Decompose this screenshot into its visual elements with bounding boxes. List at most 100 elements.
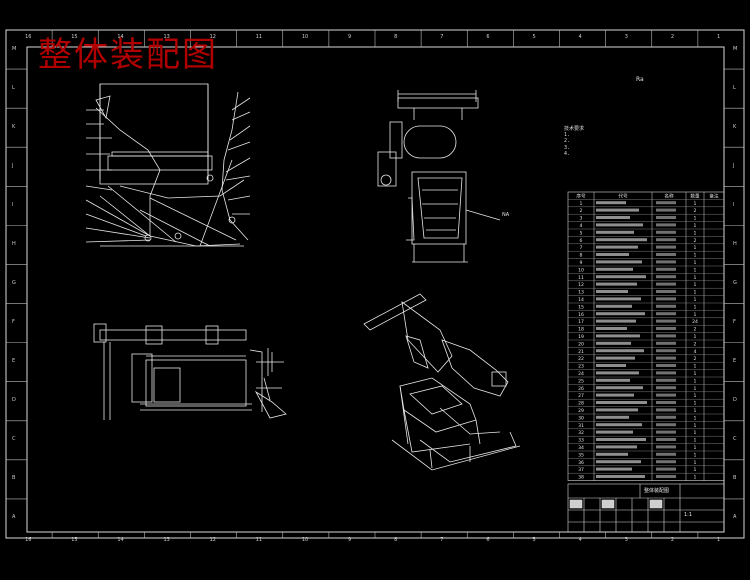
grid-column-label: 5	[532, 537, 536, 543]
bom-material-text	[656, 208, 676, 212]
bom-name-text	[596, 267, 633, 271]
grid-row-label: D	[12, 397, 16, 404]
bom-row-number: 24	[578, 371, 584, 377]
grid-column-label: 5	[532, 34, 536, 40]
bom-name-text	[596, 304, 632, 308]
bom-material-text	[656, 401, 676, 404]
plan-view	[93, 323, 287, 420]
bom-material-text	[656, 423, 676, 427]
grid-column-label: 12	[209, 34, 216, 40]
bom-row-number: 9	[580, 260, 583, 266]
bom-material-text	[656, 371, 676, 375]
grid-column-label: 2	[670, 34, 674, 40]
bom-row-quantity: 2	[694, 238, 697, 244]
side-view	[377, 90, 501, 263]
grid-row-label: A	[12, 514, 16, 521]
grid-row-label: B	[733, 475, 737, 482]
grid-column-label: 2	[670, 537, 674, 543]
bom-row-number: 23	[578, 364, 584, 370]
bom-material-text	[656, 386, 676, 390]
bom-row-number: 5	[580, 230, 583, 236]
bom-name-text	[596, 475, 645, 478]
bom-row-number: 26	[578, 386, 584, 392]
bom-name-text	[596, 423, 642, 427]
inner-border	[26, 46, 725, 533]
bom-row-quantity: 1	[694, 282, 697, 288]
bom-row-number: 8	[580, 253, 583, 259]
bom-material-text	[656, 275, 676, 279]
bom-name-text	[596, 445, 637, 449]
bom-row-quantity: 1	[694, 230, 697, 236]
bom-row-quantity: 1	[694, 467, 697, 473]
grid-column-label: 11	[255, 34, 263, 40]
bom-row-number: 7	[580, 245, 583, 251]
bom-name-text	[596, 393, 634, 397]
grid-row-label: L	[12, 84, 15, 91]
grid-column-label: 10	[301, 537, 309, 543]
bom-name-text	[596, 408, 638, 412]
bom-name-text	[596, 238, 647, 242]
grid-row-label: J	[733, 162, 735, 169]
note-line: 3.	[564, 144, 571, 151]
grid-column-label: 15	[71, 34, 78, 40]
bom-row-quantity: 1	[694, 408, 697, 414]
bom-row-quantity: 1	[694, 260, 697, 266]
bom-row-number: 36	[578, 460, 584, 466]
bom-row-number: 35	[578, 452, 584, 458]
bom-row-number: 1	[580, 201, 583, 207]
bom-row-quantity: 1	[694, 452, 697, 458]
bom-name-text	[596, 364, 626, 367]
bom-name-text	[596, 319, 636, 323]
bom-name-text	[596, 230, 634, 234]
bom-row-quantity: 1	[694, 245, 697, 251]
bom-name-text	[596, 282, 637, 286]
drawing-title: 整体装配图	[38, 35, 218, 75]
bom-material-text	[656, 438, 676, 441]
bom-material-text	[656, 267, 676, 271]
bom-name-text	[596, 378, 630, 382]
bom-header-cell: 数量	[690, 192, 700, 199]
bom-name-text	[596, 452, 628, 456]
grid-column-label: 8	[394, 34, 398, 40]
bom-row-number: 12	[578, 282, 584, 288]
bom-row-number: 25	[578, 378, 584, 384]
grid-column-label: 10	[301, 34, 309, 40]
bom-material-text	[656, 245, 676, 249]
grid-row-label: F	[733, 319, 736, 326]
grid-row-label: K	[733, 123, 737, 130]
bom-row-quantity: 1	[694, 423, 697, 429]
bom-material-text	[656, 415, 676, 419]
bom-row-number: 31	[578, 423, 584, 429]
bom-name-text	[596, 290, 628, 293]
bom-row-quantity: 1	[694, 401, 697, 407]
bom-row-quantity: 1	[694, 438, 697, 444]
grid-row-label: K	[12, 123, 16, 130]
bom-name-text	[596, 467, 632, 471]
grid-column-label: 16	[25, 537, 32, 543]
bom-row-number: 37	[578, 467, 584, 473]
grid-column-label: 7	[440, 34, 444, 40]
grid-column-label: 3	[624, 34, 628, 40]
bom-material-text	[656, 319, 676, 323]
bom-row-quantity: 1	[694, 290, 697, 296]
bom-row-number: 17	[578, 319, 584, 325]
bom-material-text	[656, 393, 676, 397]
bom-row-number: 29	[578, 408, 584, 414]
grid-row-label: H	[12, 240, 16, 247]
bom-header-cell: 序号	[576, 192, 586, 199]
bom-row-quantity: 1	[694, 378, 697, 384]
front-view	[85, 83, 251, 247]
grid-column-label: 7	[440, 537, 444, 543]
grid-row-label: F	[12, 319, 15, 326]
grid-column-label: 13	[163, 537, 170, 543]
bom-material-text	[656, 290, 676, 293]
bom-material-text	[656, 230, 676, 234]
bom-row-quantity: 1	[694, 386, 697, 392]
bom-material-text	[656, 327, 676, 330]
bom-material-text	[656, 460, 676, 464]
bom-material-text	[656, 356, 676, 360]
bom-row-number: 16	[578, 312, 584, 318]
bom-row-number: 11	[578, 275, 584, 281]
bom-row-quantity: 1	[694, 297, 697, 303]
